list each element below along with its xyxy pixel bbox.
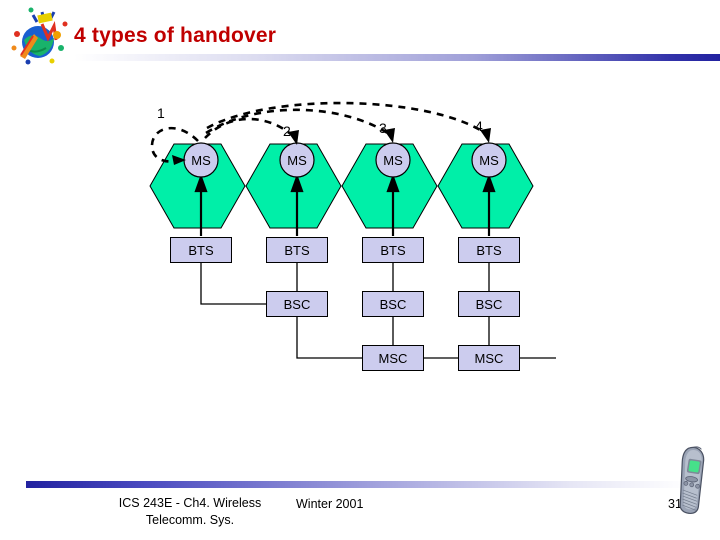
- handover-step-label-3: 3: [379, 120, 387, 136]
- link-bts1-bsc2: [200, 263, 266, 305]
- page-title: 4 types of handover: [74, 24, 277, 47]
- bts-to-ms-arrowhead-1: [194, 173, 208, 193]
- msc-node-3: MSC: [362, 345, 424, 371]
- bts-node-4: BTS: [458, 237, 520, 263]
- handover-arc-2: [204, 117, 294, 139]
- bsc-node-2: BSC: [266, 291, 328, 317]
- ms-label-1: MS: [191, 153, 211, 168]
- footer-course: ICS 243E - Ch4. Wireless Telecomm. Sys.: [60, 495, 320, 529]
- bts-to-ms-arrowhead-2: [290, 173, 304, 193]
- ms-label-4: MS: [479, 153, 499, 168]
- handover-step-label-2: 2: [283, 123, 291, 139]
- bsc-node-3: BSC: [362, 291, 424, 317]
- ms-label-3: MS: [383, 153, 403, 168]
- bts-node-2: BTS: [266, 237, 328, 263]
- footer-course-line2: Telecomm. Sys.: [145, 513, 235, 527]
- footer-course-line1: ICS 243E - Ch4. Wireless: [118, 496, 262, 510]
- footer-term: Winter 2001: [296, 497, 364, 511]
- mobile-phone-icon: [679, 446, 705, 515]
- bts-to-ms-arrowhead-3: [386, 173, 400, 193]
- header-divider: [74, 54, 720, 61]
- slide-page-number: 31: [668, 497, 682, 511]
- bts-node-3: BTS: [362, 237, 424, 263]
- bts-to-ms-arrowhead-4: [482, 173, 496, 193]
- handover-step-label-1: 1: [157, 105, 165, 121]
- handover-step-label-4: 4: [475, 118, 483, 134]
- ms-label-2: MS: [287, 153, 307, 168]
- bts-node-1: BTS: [170, 237, 232, 263]
- link-bsc2-msc3: [296, 317, 362, 359]
- presentation-logo-icon: [11, 7, 68, 65]
- handover-arc-4: [206, 101, 486, 135]
- bsc-node-4: BSC: [458, 291, 520, 317]
- msc-node-4: MSC: [458, 345, 520, 371]
- handover-arc-3: [205, 108, 390, 136]
- footer-divider: [26, 481, 690, 488]
